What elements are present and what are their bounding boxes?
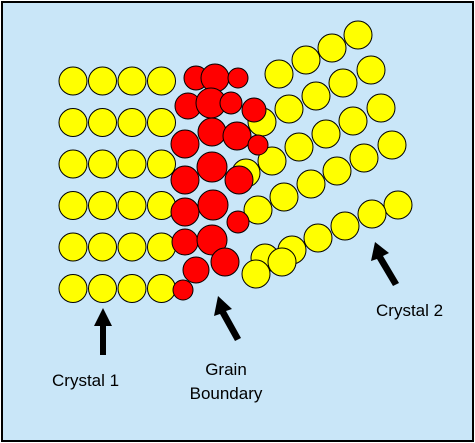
crystal-2-atom xyxy=(339,107,367,135)
crystal-1-atom xyxy=(89,233,117,261)
crystal-1-atom xyxy=(89,275,117,303)
crystal-2-atom xyxy=(329,69,357,97)
boundary-atom xyxy=(183,257,209,283)
crystal-1-atom xyxy=(148,233,176,261)
crystal-1-atom xyxy=(148,109,176,137)
crystal-1-atom xyxy=(118,109,146,137)
crystal-1-atom xyxy=(89,109,117,137)
grain-boundary-label-line1: Grain xyxy=(205,360,247,379)
boundary-atom xyxy=(220,92,242,114)
crystal-2-atom xyxy=(292,46,320,74)
crystal-1-atom xyxy=(59,233,87,261)
crystal-1-atom xyxy=(148,150,176,178)
crystal-2-atom xyxy=(285,133,313,161)
boundary-atom xyxy=(248,135,268,155)
crystal-2-label: Crystal 2 xyxy=(376,301,443,320)
boundary-atom xyxy=(198,190,228,220)
crystal-1-atom xyxy=(59,275,87,303)
crystal-2-atom xyxy=(378,131,406,159)
crystal-2-atom xyxy=(350,144,378,172)
crystal-1-atom xyxy=(59,67,87,95)
crystal-2-atom xyxy=(268,248,296,276)
boundary-atom xyxy=(242,98,266,122)
boundary-atom xyxy=(201,64,229,92)
crystal-2-atom xyxy=(344,21,372,49)
crystal-2-atom xyxy=(384,191,412,219)
boundary-atom xyxy=(171,130,199,158)
crystal-2-atom xyxy=(358,200,386,228)
crystal-1-atom xyxy=(89,150,117,178)
crystal-2-atom xyxy=(302,82,330,110)
crystal-2-atom xyxy=(312,120,340,148)
boundary-atom xyxy=(211,248,239,276)
boundary-atom xyxy=(171,198,199,226)
boundary-atom xyxy=(227,211,249,233)
crystal-1-atom xyxy=(118,67,146,95)
crystal-1-atom xyxy=(118,275,146,303)
crystal-2-atom xyxy=(275,95,303,123)
crystal-2-atom xyxy=(297,170,325,198)
crystal-2-atom xyxy=(265,60,293,88)
crystal-2-atom xyxy=(331,212,359,240)
boundary-atom xyxy=(172,229,198,255)
boundary-atom xyxy=(197,152,227,182)
crystal-1-atom xyxy=(118,192,146,220)
crystal-2-atom xyxy=(270,183,298,211)
crystal-2-atom xyxy=(357,56,385,84)
crystal-2-atom xyxy=(323,157,351,185)
crystal-2-atom xyxy=(318,34,346,62)
crystal-1-atom xyxy=(148,67,176,95)
boundary-atom xyxy=(223,122,251,150)
crystal-1-atom xyxy=(148,275,176,303)
boundary-atom xyxy=(171,166,199,194)
grain-boundary-label-line2: Boundary xyxy=(190,384,263,403)
crystal-2-atom xyxy=(304,224,332,252)
crystal-1-atom xyxy=(118,150,146,178)
crystal-1-atom xyxy=(59,150,87,178)
crystal-1-atom xyxy=(59,109,87,137)
crystal-1-atom xyxy=(89,192,117,220)
boundary-atom xyxy=(198,118,226,146)
boundary-atom xyxy=(228,68,248,88)
boundary-atom xyxy=(225,166,253,194)
crystal-1-atom xyxy=(89,67,117,95)
crystal-1-atom xyxy=(118,233,146,261)
boundary-atom xyxy=(173,280,193,300)
crystal-2-atom xyxy=(242,260,270,288)
crystal-1-atom xyxy=(59,192,87,220)
crystal-2-atom xyxy=(367,94,395,122)
crystal-1-label: Crystal 1 xyxy=(52,371,119,390)
